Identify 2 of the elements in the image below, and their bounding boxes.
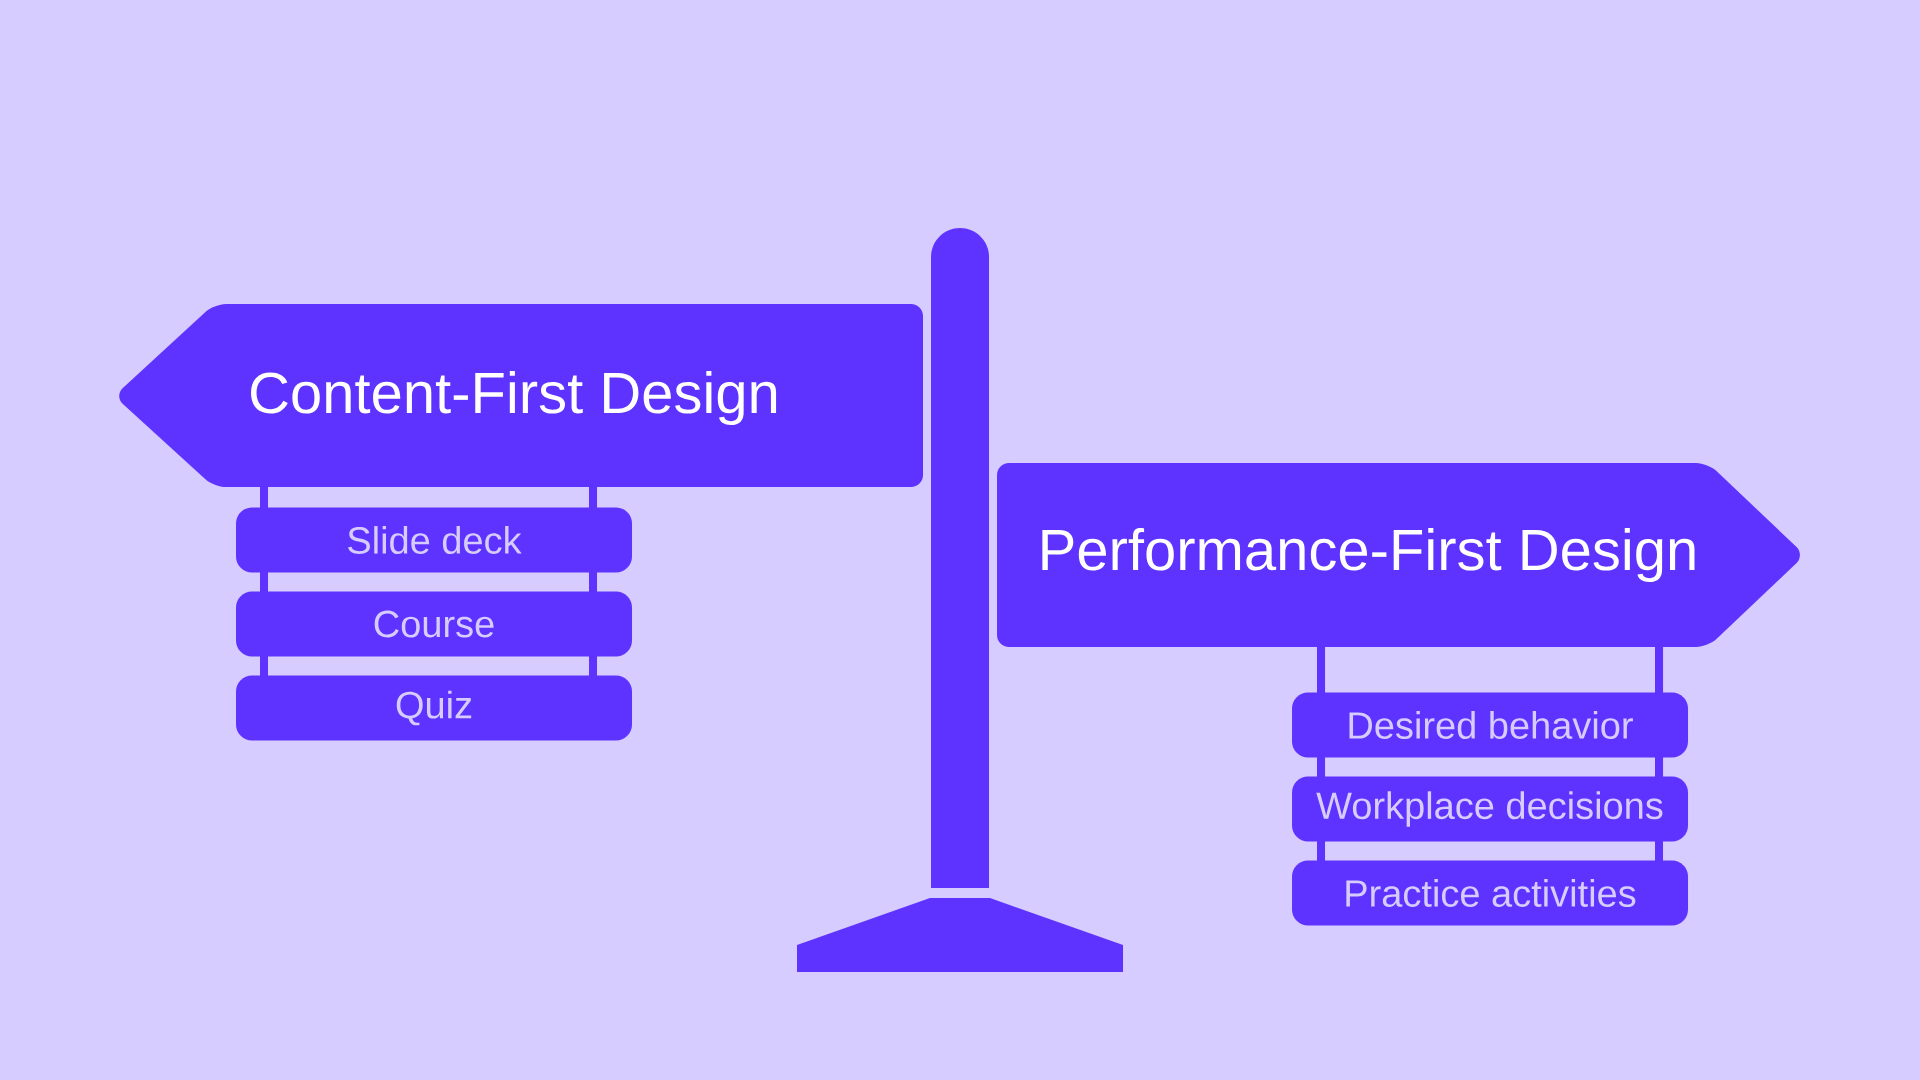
arrow-sign: Performance-First Design [997, 463, 1800, 647]
arrow-sign: Content-First Design [119, 304, 923, 487]
